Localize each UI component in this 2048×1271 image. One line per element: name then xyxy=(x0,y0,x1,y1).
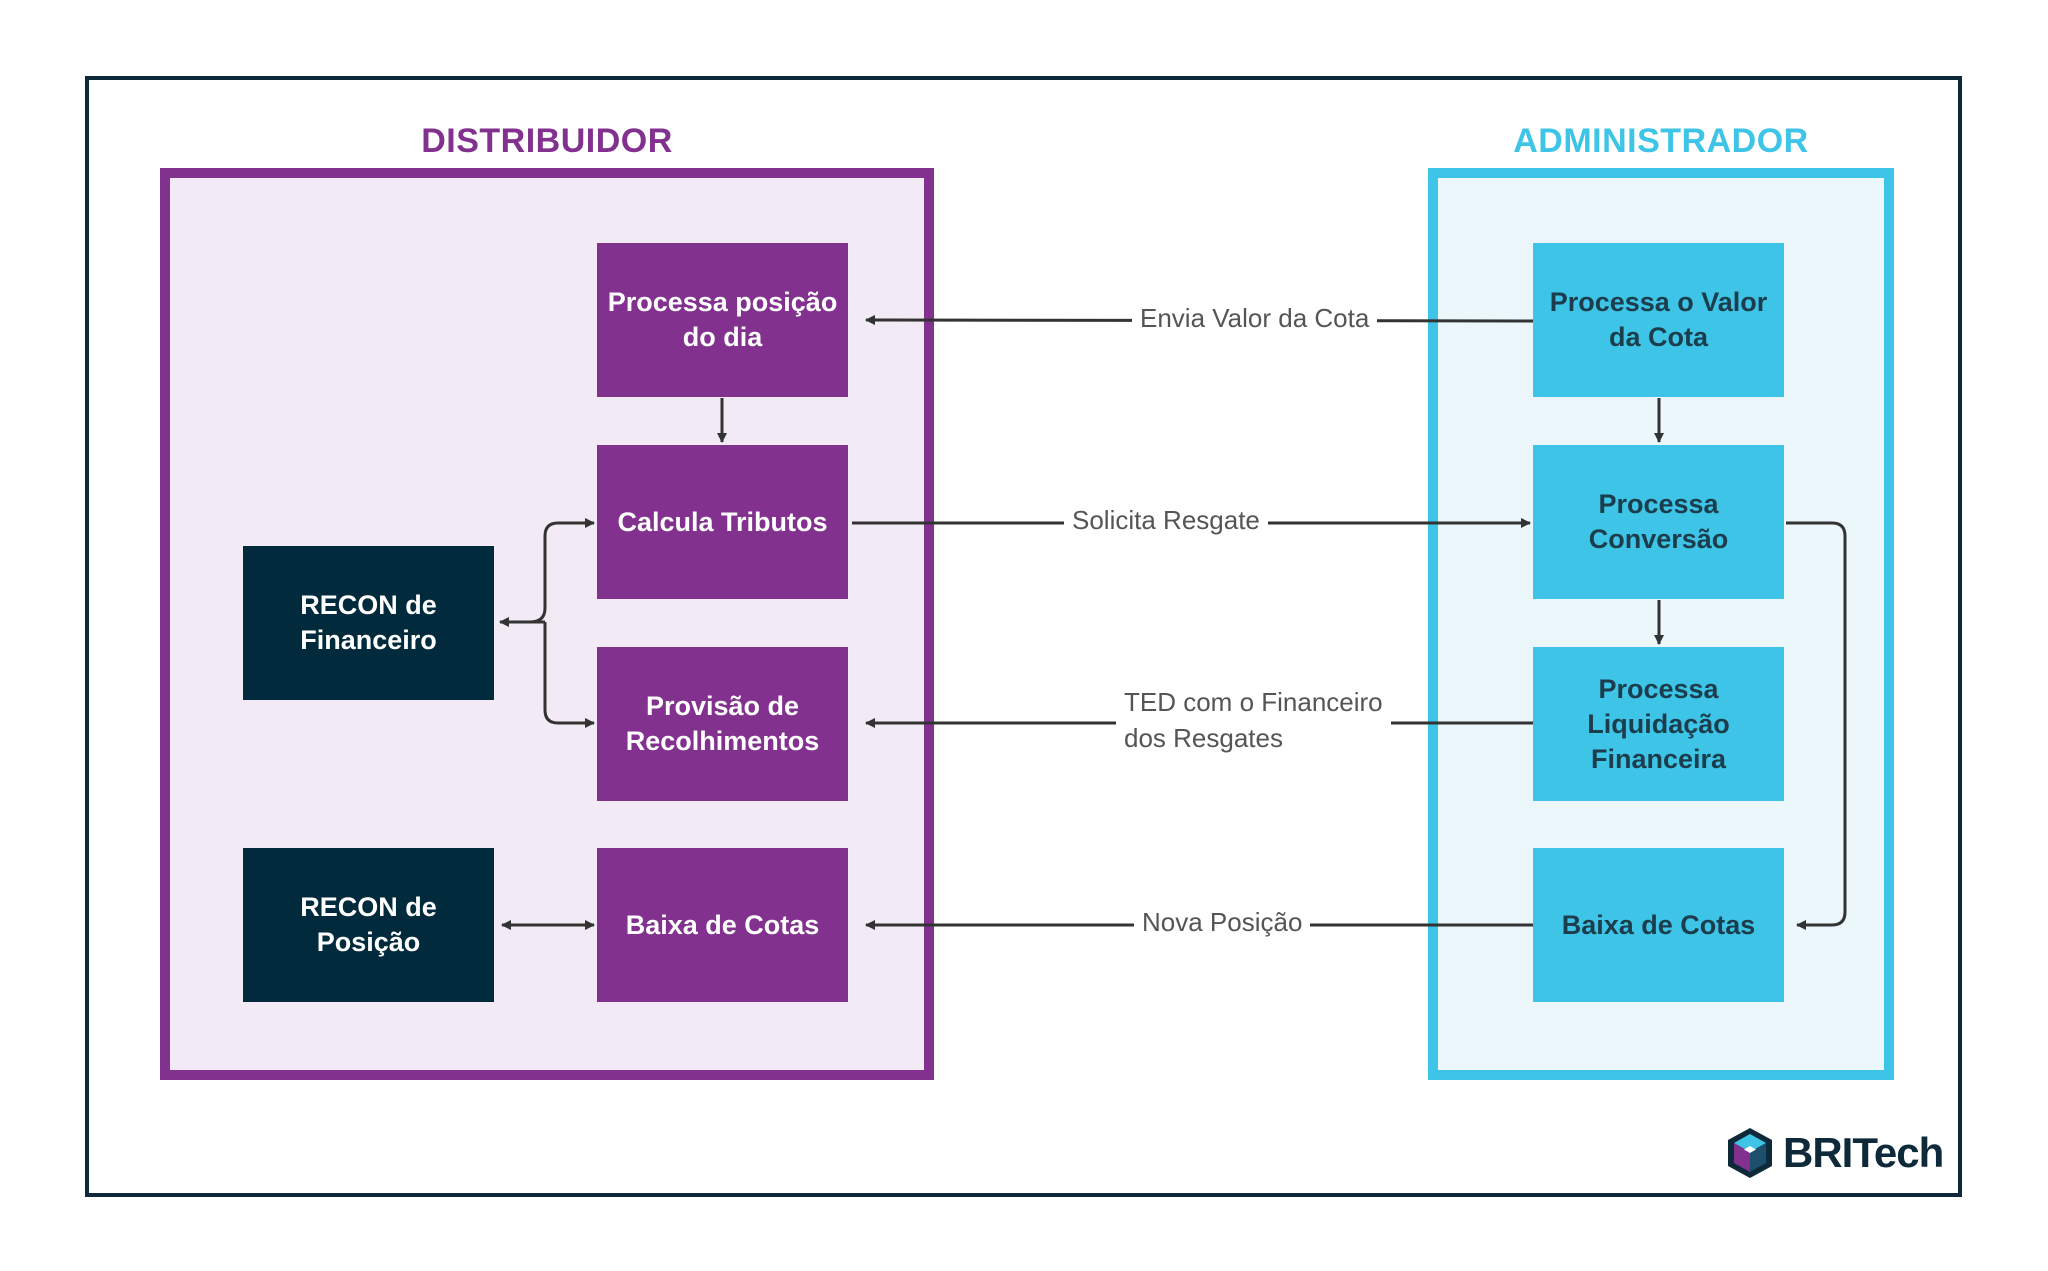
outer-frame xyxy=(85,76,1962,1197)
administrador-title: ADMINISTRADOR xyxy=(1513,122,1809,160)
edge-conversao-to-baixa xyxy=(1786,521,1847,930)
node-recon-posicao[interactable]: RECON de Posição xyxy=(243,848,494,1002)
node-baixa-cotas-administrador[interactable]: Baixa de Cotas xyxy=(1533,848,1784,1002)
britech-logo: BRITech xyxy=(1725,1126,1944,1180)
node-processa-liquidacao[interactable]: Processa Liquidação Financeira xyxy=(1533,647,1784,801)
hexagon-cube-icon xyxy=(1728,1128,1772,1178)
label-nova-posicao: Nova Posição xyxy=(1134,904,1311,940)
label-solicita-resgate: Solicita Resgate xyxy=(1064,502,1268,538)
edge-recon-fin-to-provisao xyxy=(543,621,595,728)
node-processa-posicao[interactable]: Processa posição do dia xyxy=(597,243,848,397)
edge-recon-fin-to-tributos xyxy=(529,518,595,624)
node-baixa-cotas-distribuidor[interactable]: Baixa de Cotas xyxy=(597,848,848,1002)
distribuidor-title: DISTRIBUIDOR xyxy=(421,122,673,160)
node-processa-conversao[interactable]: Processa Conversão xyxy=(1533,445,1784,599)
node-calcula-tributos[interactable]: Calcula Tributos xyxy=(597,445,848,599)
label-envia-valor: Envia Valor da Cota xyxy=(1132,300,1378,336)
logo-text: BRITech xyxy=(1783,1129,1944,1176)
node-provisao-recolhimentos[interactable]: Provisão de Recolhimentos xyxy=(597,647,848,801)
node-processa-valor-cota[interactable]: Processa o Valor da Cota xyxy=(1533,243,1784,397)
label-ted-financeiro: TED com o Financeiro dos Resgates xyxy=(1116,684,1391,756)
node-recon-financeiro[interactable]: RECON de Financeiro xyxy=(243,546,494,700)
